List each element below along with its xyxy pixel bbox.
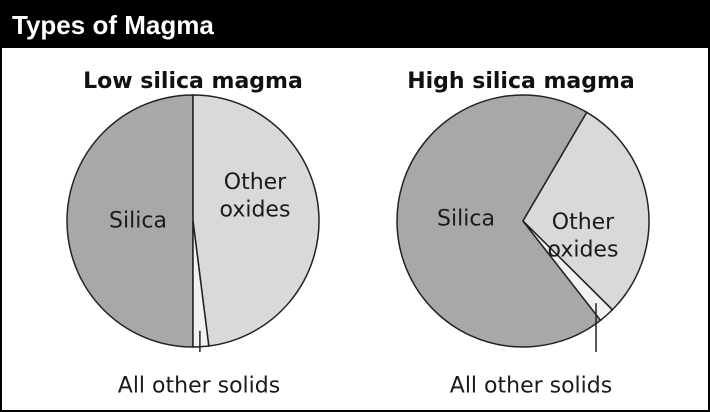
slice-label: Silica <box>109 209 167 234</box>
header-title: Types of Magma <box>2 2 708 48</box>
pie-slice-silica <box>396 94 602 348</box>
slice-label: Silica <box>437 207 495 232</box>
pie-slice-other-oxides <box>192 94 320 347</box>
pie-slice-other-solids <box>192 220 210 348</box>
pie-title-high: High silica magma <box>407 69 635 94</box>
pie-slice-other-oxides <box>522 111 650 311</box>
slice-label: All other solids <box>118 374 280 399</box>
pie-slice-other-solids <box>522 220 614 322</box>
slice-label: All other solids <box>450 374 612 399</box>
pie-title-low: Low silica magma <box>83 69 303 94</box>
pie-slice-silica <box>66 94 194 348</box>
